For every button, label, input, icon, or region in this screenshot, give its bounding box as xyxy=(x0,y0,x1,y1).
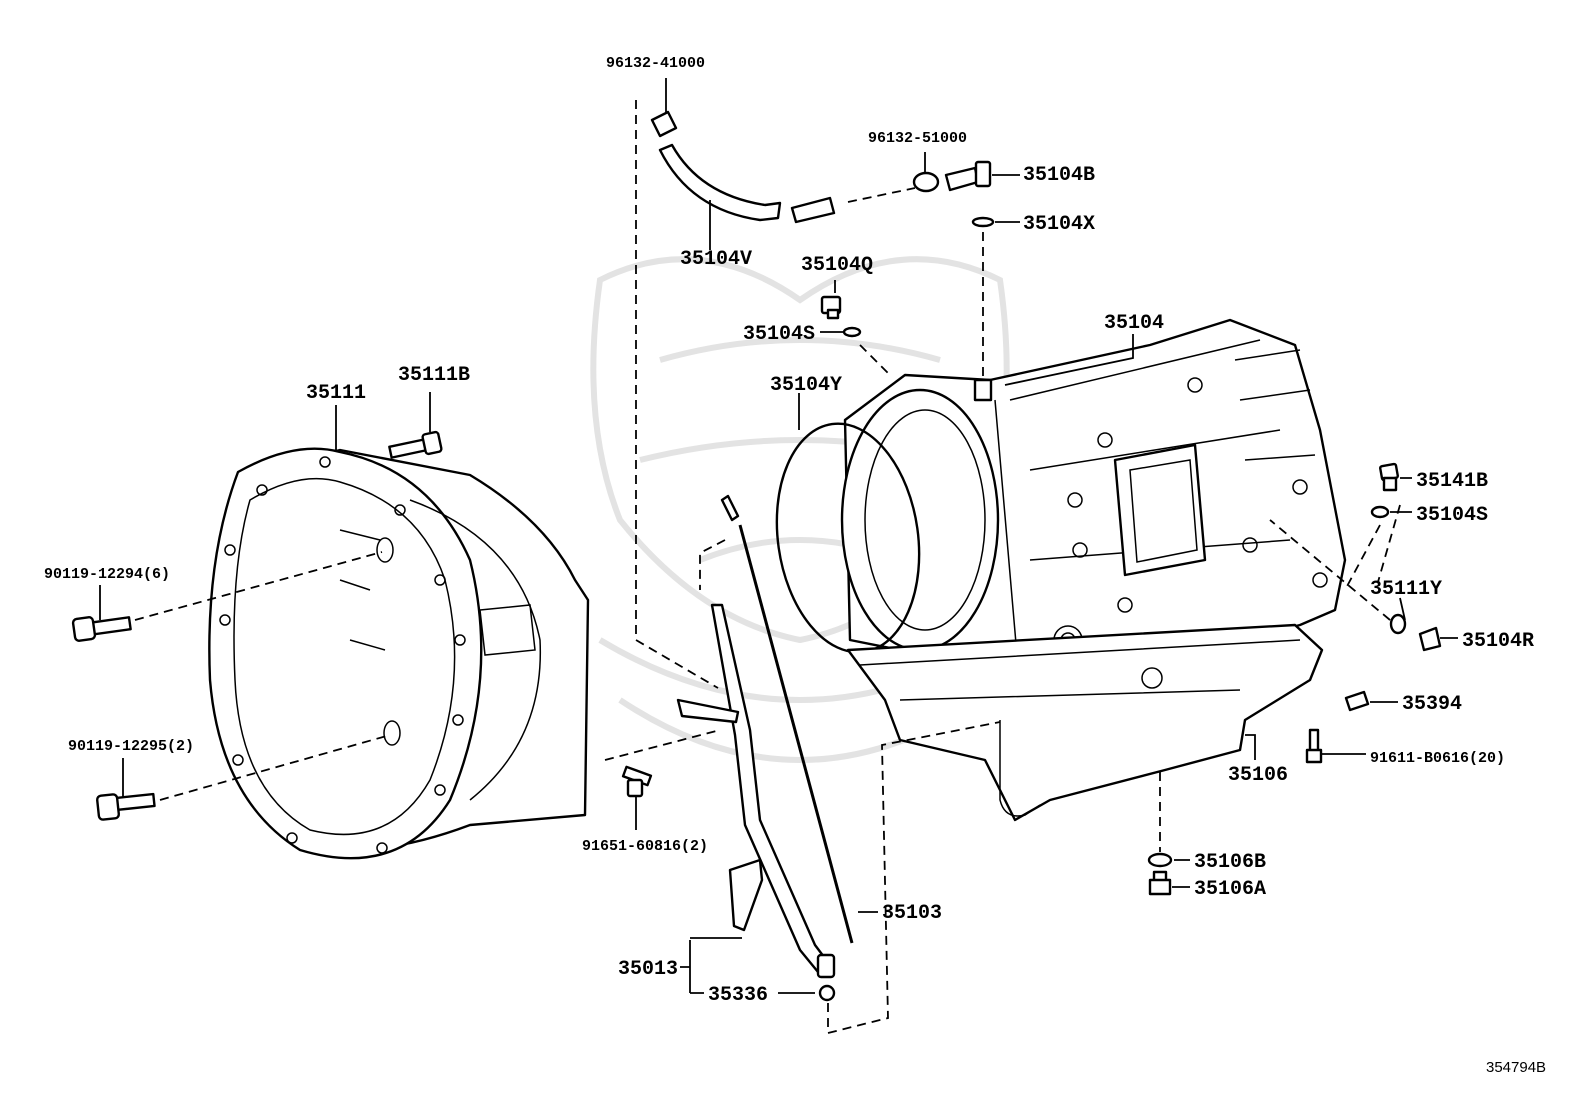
label-90119-12295: 90119-12295(2) xyxy=(68,738,194,755)
plug-35104Q xyxy=(820,295,842,320)
label-35141B: 35141B xyxy=(1416,470,1488,493)
bell-housing-35111 xyxy=(208,447,590,860)
label-35111Y: 35111Y xyxy=(1370,578,1442,601)
label-35104: 35104 xyxy=(1104,312,1164,335)
label-35104R: 35104R xyxy=(1462,630,1534,653)
dipstick-35103 xyxy=(720,494,854,944)
gasket-35104S-right xyxy=(1370,505,1390,519)
clamp-96132-51000 xyxy=(912,171,940,193)
figure-number: 354794B xyxy=(1486,1059,1546,1076)
label-35104S-right: 35104S xyxy=(1416,504,1488,527)
o-ring-35111Y xyxy=(1389,613,1407,635)
clamp-96132-41000 xyxy=(650,110,678,138)
label-91611-B0616: 91611-B0616(20) xyxy=(1370,750,1505,767)
bolt-35111B xyxy=(388,430,443,459)
label-35111: 35111 xyxy=(306,382,366,405)
bolt-90119-12294 xyxy=(71,616,132,642)
gasket-35106B xyxy=(1147,852,1173,868)
label-35106A: 35106A xyxy=(1194,878,1266,901)
clip-35394 xyxy=(1344,690,1370,712)
o-ring-35336 xyxy=(818,984,836,1002)
oil-filler-tube-35013 xyxy=(676,603,836,979)
label-91651-60816: 91651-60816(2) xyxy=(582,838,708,855)
label-35394: 35394 xyxy=(1402,693,1462,716)
label-90119-12294: 90119-12294(6) xyxy=(44,566,170,583)
drain-plug-35106A xyxy=(1148,870,1172,896)
breather-plug-35104B xyxy=(944,160,992,192)
label-35106: 35106 xyxy=(1228,764,1288,787)
o-ring-35104X xyxy=(971,216,995,228)
label-35013: 35013 xyxy=(618,958,678,981)
bolt-91651-60816 xyxy=(621,765,653,798)
transmission-case-35104 xyxy=(840,318,1347,707)
label-35111B: 35111B xyxy=(398,364,470,387)
bolt-91611-B0616 xyxy=(1305,728,1323,764)
breather-hose-35104V xyxy=(658,143,836,224)
label-96132-41000: 96132-41000 xyxy=(606,55,705,72)
label-35104X: 35104X xyxy=(1023,213,1095,236)
plug-35104R xyxy=(1418,626,1442,652)
label-35103: 35103 xyxy=(882,902,942,925)
label-35104Q: 35104Q xyxy=(801,254,873,277)
label-96132-51000: 96132-51000 xyxy=(868,130,967,147)
label-35104B: 35104B xyxy=(1023,164,1095,187)
plug-35141B xyxy=(1379,462,1399,492)
gasket-35104S-top xyxy=(842,326,862,338)
label-35104Y: 35104Y xyxy=(770,374,842,397)
oil-pan-35106 xyxy=(846,623,1324,822)
label-35336: 35336 xyxy=(708,984,768,1007)
label-35104S-top: 35104S xyxy=(743,323,815,346)
bolt-90119-12295 xyxy=(95,792,156,821)
label-35106B: 35106B xyxy=(1194,851,1266,874)
label-35104V: 35104V xyxy=(680,248,752,271)
